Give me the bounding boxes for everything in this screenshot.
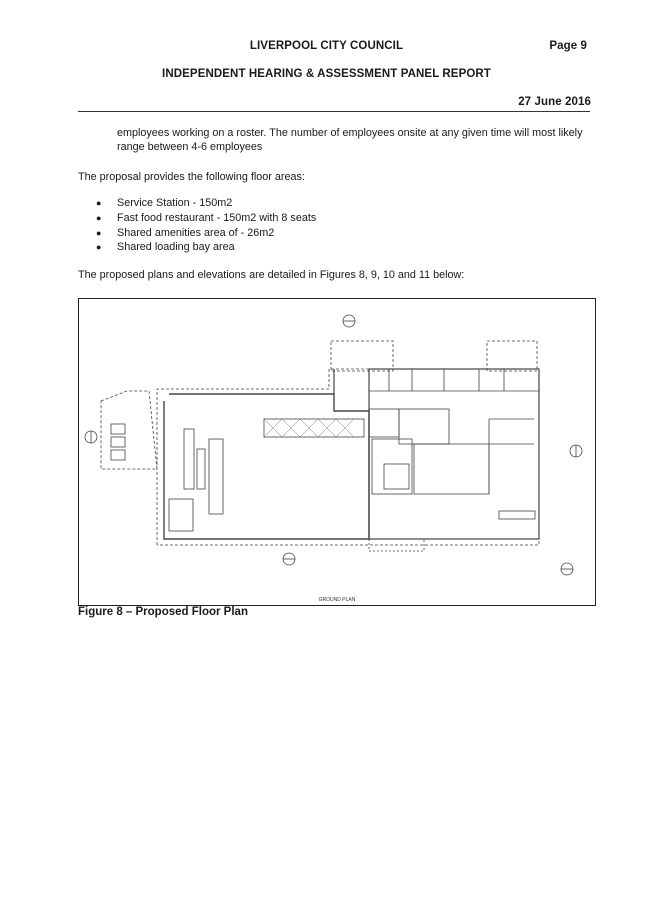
page-number: Page 9 [549,40,587,52]
left-entry [100,390,158,470]
bullet-icon: ● [96,212,102,223]
canopy-right [486,340,538,372]
report-date: 27 June 2016 [518,96,591,108]
building-outline [163,393,370,540]
list-item: ●Service Station - 150m2 [96,197,233,209]
canopy-left [330,340,394,372]
plan-title: GROUND PLAN [319,597,356,603]
bullet-icon: ● [96,242,102,253]
header-divider [78,111,590,112]
figure-caption: Figure 8 – Proposed Floor Plan [78,606,248,618]
plans-paragraph: The proposed plans and elevations are de… [78,269,465,281]
list-item: ●Fast food restaurant - 150m2 with 8 sea… [96,211,317,224]
continuation-paragraph: employees working on a roster. The numbe… [117,127,583,153]
floor-plan-figure: GROUND PLAN [78,298,596,606]
bullet-icon: ● [96,227,102,238]
site-boundary [156,368,540,546]
floor-plan-drawing: GROUND PLAN [84,314,583,603]
floor-areas-list: ●Service Station - 150m2 ●Fast food rest… [96,196,316,255]
bullet-icon: ● [96,198,102,208]
report-title: INDEPENDENT HEARING & ASSESSMENT PANEL R… [162,68,491,80]
list-item: ●Shared amenities area of - 26m2 [96,226,275,239]
council-name: LIVERPOOL CITY COUNCIL [249,40,404,52]
list-item: ●Shared loading bay area [96,241,235,254]
floor-areas-intro: The proposal provides the following floo… [78,171,305,183]
